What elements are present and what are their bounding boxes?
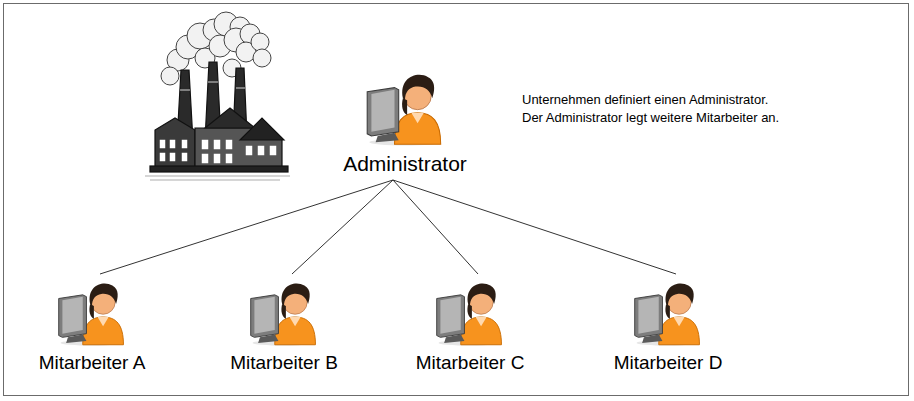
connector-line	[393, 180, 676, 274]
note-text: Der Administrator legt weitere Mitarbeit…	[522, 110, 779, 125]
user-icon	[433, 276, 507, 346]
user-node: Mitarbeiter C	[416, 276, 525, 378]
user-node: Administrator	[343, 66, 467, 180]
node-label: Mitarbeiter D	[614, 352, 723, 378]
user-node: Mitarbeiter B	[230, 276, 338, 378]
user-icon	[631, 276, 705, 346]
node-label: Mitarbeiter B	[230, 352, 338, 378]
node-label: Mitarbeiter C	[416, 352, 525, 378]
node-label: Administrator	[343, 152, 467, 180]
user-icon	[363, 66, 447, 146]
connector-line	[100, 180, 393, 274]
connector-line	[292, 180, 393, 274]
note-text: Unternehmen definiert einen Administrato…	[522, 92, 768, 107]
user-node: Mitarbeiter A	[39, 276, 146, 378]
node-label: Mitarbeiter A	[39, 352, 146, 378]
user-icon	[247, 276, 321, 346]
user-icon	[55, 276, 129, 346]
user-node: Mitarbeiter D	[614, 276, 723, 378]
